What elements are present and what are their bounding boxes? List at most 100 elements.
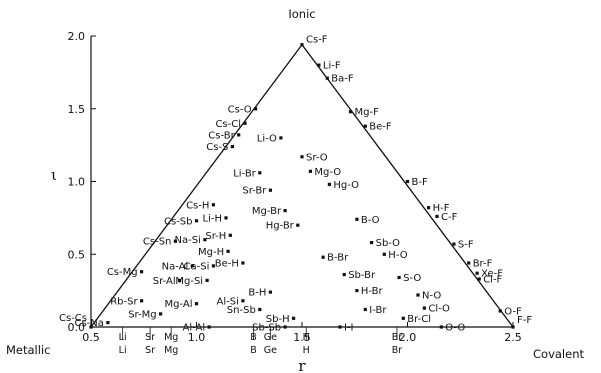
element-label-bottom-0: Li <box>119 345 127 356</box>
point-label-sr-al: Sr-Al <box>153 276 176 287</box>
point-br-f <box>467 261 471 265</box>
y-tick-label-2: 1.0 <box>68 176 86 189</box>
point-cs-na <box>106 321 110 325</box>
point-mg-al <box>194 302 199 306</box>
point-mg-f <box>348 110 353 114</box>
point-label-n-o: N-O <box>422 291 441 302</box>
point-sr-o <box>300 155 304 159</box>
point-label-b-h: B-H <box>248 288 266 299</box>
point-label-cs-sb: Cs-Sb <box>164 216 193 227</box>
element-label-top-5: H <box>303 332 310 343</box>
point-label-rb-sr: Rb-Sr <box>110 296 138 307</box>
point-mg-si <box>205 278 209 282</box>
point-cs-s <box>230 145 234 149</box>
point-li-f <box>317 63 321 67</box>
point-label-sr-mg: Sr-Mg <box>128 309 156 320</box>
x-tick-label-1: 1.0 <box>188 331 206 344</box>
point-sb-o <box>370 241 374 245</box>
element-label-top-1: Sr <box>145 332 155 343</box>
point-label-o-o: O-O <box>445 323 465 334</box>
point-sr-br <box>268 188 272 192</box>
point-label-ba-f: Ba-F <box>331 74 354 85</box>
x-axis-label: r <box>298 357 306 373</box>
point-label-o-f: O-F <box>504 307 522 318</box>
point-cl-o <box>422 306 426 310</box>
element-label-top-0: Li <box>119 332 127 343</box>
point-label-mg-f: Mg-F <box>355 107 380 118</box>
point-label-sb-o: Sb-O <box>376 238 401 249</box>
y-tick-label-1: 0.5 <box>68 248 86 261</box>
point-o-o <box>439 325 443 329</box>
x-tick-label-0: 0.5 <box>82 331 100 344</box>
point-label-hg-br: Hg-Br <box>266 221 295 232</box>
point-s-f <box>452 242 456 246</box>
point-label-br-f: Br-F <box>473 259 493 270</box>
point-cl-f <box>477 277 481 281</box>
element-label-bottom-3: B <box>250 345 257 356</box>
point-label-cs-na: Cs-Na <box>74 318 103 329</box>
data-points: Cs-FLi-FBa-FMg-FBe-FB-FH-FC-FS-FBr-FXe-F… <box>59 35 532 334</box>
point-label-be-h: Be-H <box>215 259 239 270</box>
point-label-li-h: Li-H <box>203 213 222 224</box>
point-s-o <box>397 275 401 280</box>
point-label-b-br: B-Br <box>327 253 349 264</box>
point-label-sb-h: Sb-H <box>266 314 290 325</box>
point-label-mg-si: Mg-Si <box>175 276 203 287</box>
point-h-br <box>355 289 359 293</box>
point-sb-sb <box>283 325 287 329</box>
element-label-bottom-4: Ge <box>264 345 277 356</box>
element-label-bottom-1: Sr <box>145 345 155 356</box>
point-n-o <box>416 293 420 297</box>
y-tick-label-3: 1.5 <box>68 103 86 116</box>
point-label-cs-cl: Cs-Cl <box>215 119 241 130</box>
point-sr-al <box>178 278 182 282</box>
point-hg-o <box>327 182 331 186</box>
point-ca-si <box>211 264 215 268</box>
point-cs-o <box>254 107 258 111</box>
point-label-mg-h: Mg-H <box>198 247 224 258</box>
point-label-cs-sn: Cs-Sn <box>143 237 172 248</box>
point-label-i-i: I-I <box>344 323 354 334</box>
element-label-bottom-2: Mg <box>164 345 178 356</box>
element-label-bottom-5: H <box>303 345 310 356</box>
element-label-top-3: B <box>250 332 257 343</box>
point-li-h <box>224 216 228 220</box>
point-label-cs-h: Cs-H <box>186 200 209 211</box>
element-label-top-6: Br <box>392 332 403 343</box>
point-cs-sn <box>173 239 177 243</box>
point-label-al-si: Al-Si <box>217 296 239 307</box>
point-label-sb-sb: Sb-Sb <box>252 323 281 334</box>
point-mg-o <box>308 169 312 173</box>
point-label-h-br: H-Br <box>361 286 384 297</box>
point-label-li-f: Li-F <box>323 61 341 72</box>
point-label-cs-f: Cs-F <box>306 35 328 46</box>
point-label-b-f: B-F <box>412 177 428 188</box>
point-label-s-f: S-F <box>458 240 474 251</box>
point-rb-sr <box>140 299 144 303</box>
point-li-br <box>258 171 262 175</box>
point-sb-br <box>342 273 346 277</box>
point-label-cl-o: Cl-O <box>428 304 450 315</box>
point-cs-sb <box>194 219 199 223</box>
point-cs-br <box>237 133 241 137</box>
point-label-na-si: Na-Si <box>175 235 201 246</box>
point-b-o <box>355 217 359 221</box>
point-sn-sb <box>258 307 262 312</box>
point-label-i-br: I-Br <box>369 305 387 316</box>
element-label-bottom-6: Br <box>392 345 403 356</box>
point-label-xe-f: Xe-F <box>481 269 503 280</box>
corner-label-covalent: Covalent <box>533 347 584 361</box>
point-label-sb-br: Sb-Br <box>348 270 376 281</box>
point-sb-h <box>292 316 296 320</box>
point-label-na-al: Na-Al <box>162 261 189 272</box>
point-label-ca-si: Ca-Si <box>184 261 210 272</box>
point-i-br <box>363 307 367 312</box>
point-be-f <box>363 124 367 128</box>
point-ba-f <box>325 76 329 80</box>
x-tick-label-3: 2.0 <box>399 331 417 344</box>
point-label-sr-br: Sr-Br <box>242 186 267 197</box>
point-label-h-o: H-O <box>388 250 407 261</box>
y-tick-label-0: 0.0 <box>68 321 86 334</box>
point-label-cs-mg: Cs-Mg <box>107 267 138 278</box>
point-label-c-f: C-F <box>441 212 458 223</box>
